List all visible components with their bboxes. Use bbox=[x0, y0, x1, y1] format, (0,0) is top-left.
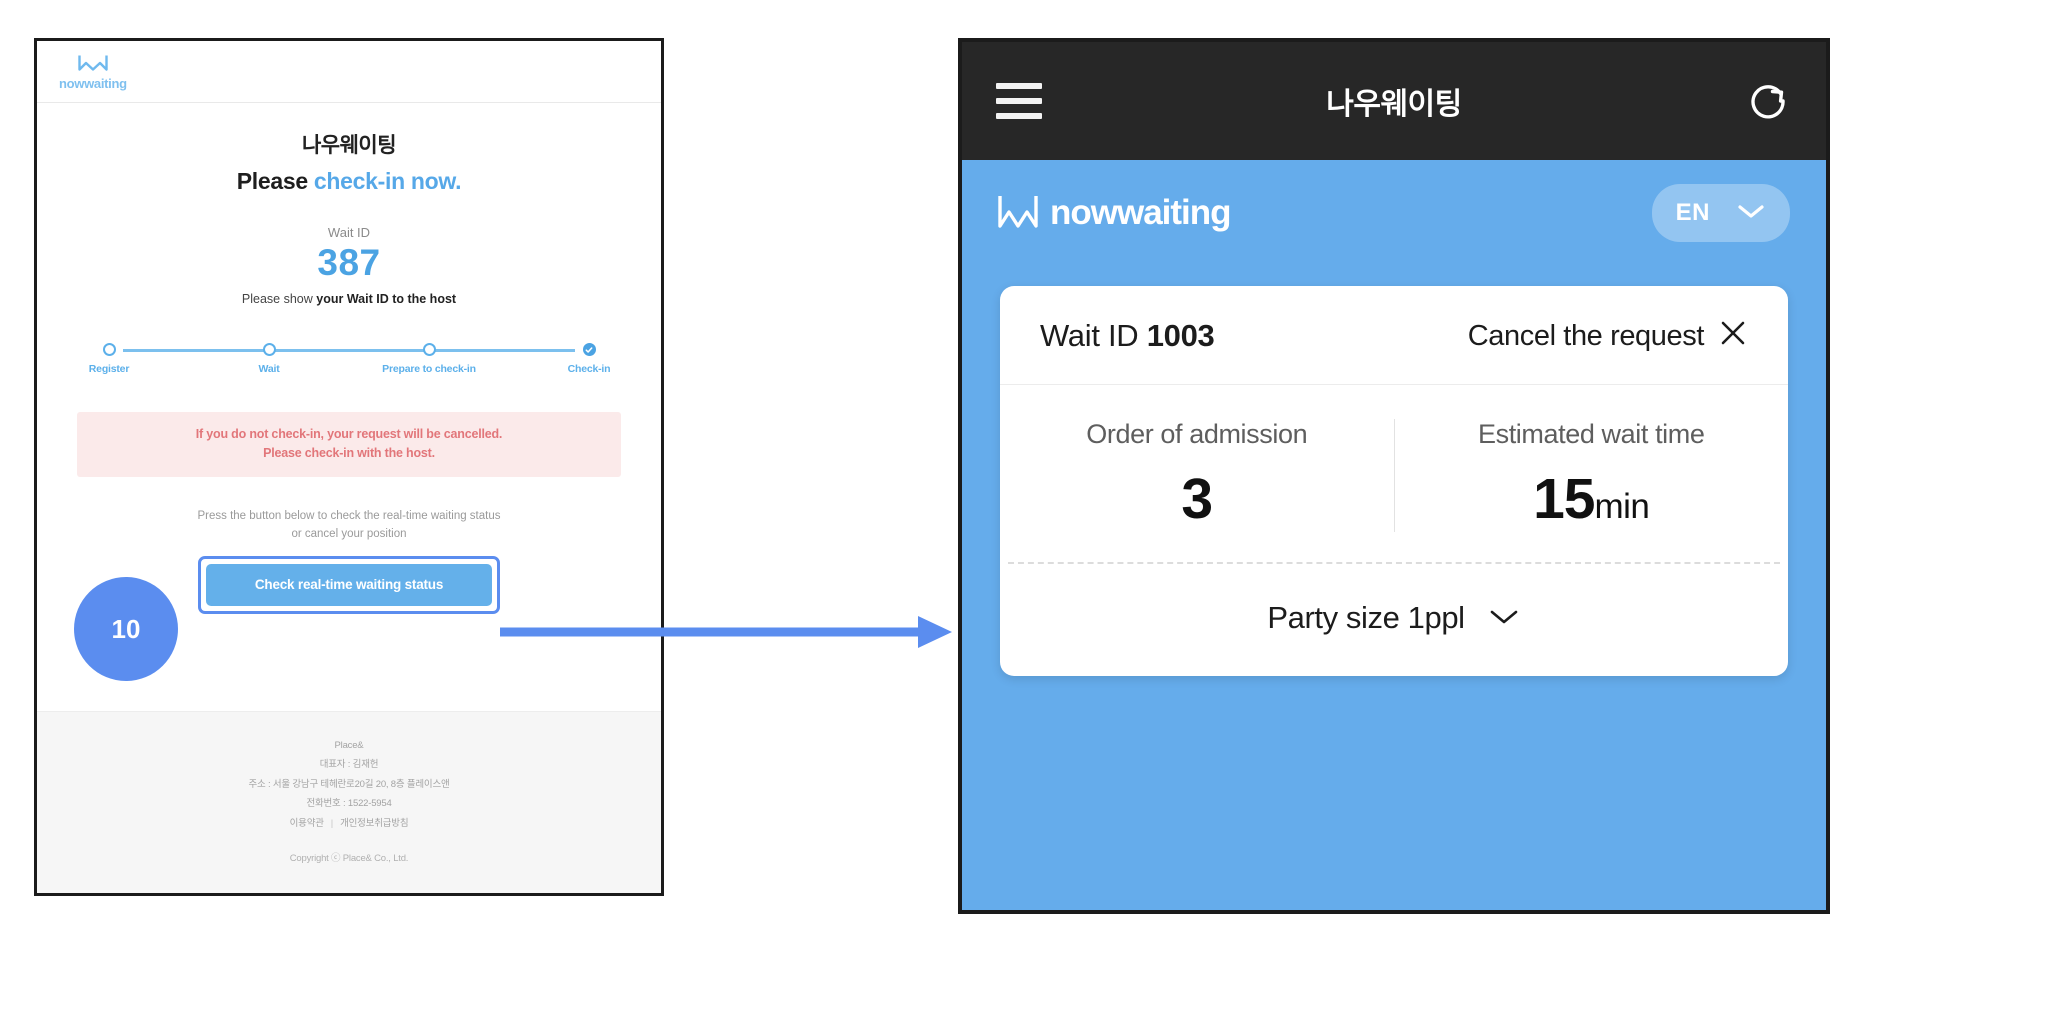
app-bar: 나우웨이팅 bbox=[962, 42, 1826, 160]
page-headline: Please check-in now. bbox=[77, 168, 621, 195]
stat-number: 15 bbox=[1533, 467, 1595, 531]
card-stats-row: Order of admission 3 Estimated wait time… bbox=[1000, 385, 1788, 562]
korean-title: 나우웨이팅 bbox=[301, 134, 397, 157]
step-dot-active bbox=[582, 343, 596, 356]
party-size-selector[interactable]: Party size 1ppl bbox=[1000, 564, 1788, 676]
alert-line-1: If you do not check-in, your request wil… bbox=[195, 427, 503, 441]
cancellation-warning-alert: If you do not check-in, your request wil… bbox=[77, 412, 621, 477]
hamburger-bar bbox=[996, 98, 1042, 104]
step-dot bbox=[262, 343, 276, 356]
app-bar-title: 나우웨이팅 bbox=[1326, 88, 1462, 121]
page-footer: Place& 대표자 : 김재헌 주소 : 서울 강남구 테헤란로20길 20,… bbox=[37, 711, 661, 893]
stat-label: Estimated wait time bbox=[1478, 419, 1705, 449]
footer-phone: 전화번호 : 1522-5954 bbox=[306, 798, 392, 810]
nowwaiting-logo-icon bbox=[78, 54, 108, 75]
wait-id-label: Wait ID bbox=[327, 225, 371, 240]
wait-id-note-bold: your Wait ID to the host bbox=[316, 292, 457, 306]
step-label: Prepare to check-in bbox=[382, 363, 476, 375]
app-brand-wordmark: nowwaiting bbox=[1050, 193, 1232, 232]
footer-address: 주소 : 서울 강남구 테헤란로20길 20, 8층 플레이스앤 bbox=[248, 778, 450, 790]
step-dot bbox=[102, 343, 116, 356]
headline-plain: Please bbox=[236, 168, 314, 194]
cancel-request-label: Cancel the request bbox=[1467, 319, 1705, 352]
stepper-steps: Register Wait Prepare to check-in bbox=[83, 340, 615, 375]
card-dashed-divider bbox=[1008, 562, 1780, 564]
terms-link[interactable]: 이용약관 bbox=[289, 817, 324, 829]
chevron-down-icon bbox=[1736, 202, 1766, 225]
step-label: Register bbox=[88, 363, 130, 375]
wait-id-note-plain: Please show bbox=[241, 292, 317, 306]
cta-instruction-line-2: or cancel your position bbox=[291, 528, 407, 541]
stat-unit: min bbox=[1594, 487, 1650, 526]
wait-id-value: 387 bbox=[317, 242, 381, 283]
wait-id-note: Please show your Wait ID to the host bbox=[77, 292, 621, 306]
stat-value: 15min bbox=[1395, 466, 1789, 532]
stat-label: Order of admission bbox=[1086, 419, 1308, 449]
party-size-label: Party size 1ppl bbox=[1267, 600, 1465, 635]
stepper-track bbox=[123, 349, 575, 352]
link-divider: | bbox=[330, 817, 334, 829]
app-brand-logo: nowwaiting bbox=[998, 193, 1652, 233]
brand-logo: nowwaiting bbox=[59, 54, 127, 90]
page-body: 나우웨이팅 Please check-in now. Wait ID 387 P… bbox=[37, 103, 661, 614]
refresh-icon[interactable] bbox=[1746, 78, 1792, 124]
cta-highlight-frame: Check real-time waiting status bbox=[198, 555, 500, 614]
stat-estimated-wait-time: Estimated wait time 15min bbox=[1393, 419, 1789, 532]
flow-arrow-right-icon bbox=[500, 616, 952, 648]
cta-area: Check real-time waiting status bbox=[77, 555, 621, 614]
hamburger-bar bbox=[996, 83, 1042, 89]
footer-ceo: 대표자 : 김재헌 bbox=[319, 759, 379, 771]
alert-line-2: Please check-in with the host. bbox=[263, 446, 435, 461]
stat-number: 3 bbox=[1181, 467, 1213, 531]
footer-legal-links: 이용약관 | 개인정보취급방침 bbox=[37, 814, 661, 833]
language-code: EN bbox=[1675, 199, 1710, 226]
stat-order-of-admission: Order of admission 3 bbox=[1000, 419, 1394, 532]
step-label: Check-in bbox=[567, 363, 611, 375]
step-dot bbox=[422, 343, 436, 356]
cancel-request-button[interactable]: Cancel the request bbox=[1468, 318, 1748, 354]
footer-copyright: Copyright ⓒ Place& Co., Ltd. bbox=[289, 853, 409, 865]
close-x-icon bbox=[1718, 318, 1748, 354]
language-selector[interactable]: EN bbox=[1651, 184, 1790, 242]
wait-id-label: Wait ID bbox=[1040, 318, 1147, 353]
cta-instruction-line-1: Press the button below to check the real… bbox=[197, 509, 501, 522]
card-header-row: Wait ID 1003 Cancel the request bbox=[1000, 286, 1788, 385]
progress-stepper: Register Wait Prepare to check-in bbox=[77, 340, 621, 386]
brand-bar: nowwaiting EN bbox=[962, 160, 1826, 266]
brand-wordmark: nowwaiting bbox=[59, 75, 127, 91]
cta-instruction-text: Press the button below to check the real… bbox=[77, 507, 621, 544]
hamburger-menu-icon[interactable] bbox=[996, 83, 1042, 119]
check-waiting-status-button[interactable]: Check real-time waiting status bbox=[206, 563, 492, 606]
page-header: nowwaiting bbox=[37, 41, 661, 103]
mobile-app-screenshot: 나우웨이팅 nowwaiting EN bbox=[958, 38, 1830, 914]
wait-id-display: Wait ID 1003 bbox=[1040, 318, 1215, 354]
nowwaiting-logo-icon bbox=[998, 194, 1038, 233]
privacy-link[interactable]: 개인정보취급방침 bbox=[340, 817, 409, 829]
footer-company: Place& bbox=[334, 740, 364, 751]
web-checkin-page-screenshot: nowwaiting 나우웨이팅 Please check-in now. Wa… bbox=[34, 38, 664, 896]
step-number-badge: 10 bbox=[74, 577, 178, 681]
stat-value: 3 bbox=[1000, 466, 1394, 532]
chevron-down-icon bbox=[1487, 606, 1521, 631]
hamburger-bar bbox=[996, 113, 1042, 119]
wait-id-value: 1003 bbox=[1146, 318, 1215, 353]
check-icon bbox=[585, 346, 593, 353]
step-label: Wait bbox=[258, 363, 280, 375]
waiting-status-card: Wait ID 1003 Cancel the request Order of… bbox=[1000, 286, 1788, 676]
headline-accent: check-in now. bbox=[313, 168, 462, 194]
